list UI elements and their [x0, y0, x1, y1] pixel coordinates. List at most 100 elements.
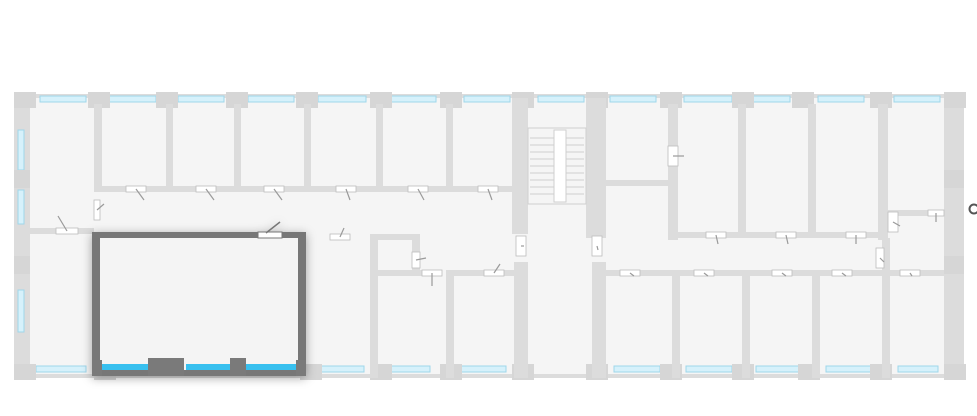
door-icon[interactable] — [515, 235, 527, 257]
door-icon[interactable] — [845, 231, 867, 244]
room-right-top-2[interactable] — [678, 108, 740, 232]
room-right-bottom-3[interactable] — [750, 276, 812, 364]
window[interactable] — [825, 365, 873, 373]
room-top-5[interactable] — [382, 108, 448, 188]
room-top-6[interactable] — [452, 108, 512, 188]
door-icon[interactable] — [55, 215, 79, 235]
selected-window[interactable] — [186, 364, 230, 370]
window[interactable] — [537, 95, 585, 103]
window[interactable] — [755, 365, 803, 373]
selected-room-door[interactable] — [257, 231, 283, 239]
door-icon[interactable] — [771, 269, 793, 277]
door-icon[interactable] — [705, 231, 727, 245]
room-left-end[interactable] — [28, 108, 94, 226]
door-icon[interactable] — [477, 185, 499, 201]
door-leaf — [892, 221, 901, 227]
room-right-top-3[interactable] — [744, 108, 810, 232]
door-leaf — [273, 188, 283, 201]
door-icon[interactable] — [125, 185, 147, 201]
selected-room-wall-right — [298, 232, 306, 376]
window[interactable] — [17, 189, 25, 225]
door-icon[interactable] — [619, 269, 641, 277]
room-left-bottom-selected[interactable] — [92, 221, 306, 376]
wall-stair-left — [512, 98, 528, 234]
door-icon[interactable] — [831, 269, 853, 277]
door-icon[interactable] — [775, 231, 797, 245]
room-bottom-4[interactable] — [452, 276, 514, 364]
window[interactable] — [317, 365, 365, 373]
room-top-4[interactable] — [310, 108, 378, 188]
selected-window[interactable] — [102, 364, 148, 370]
selected-pillar — [296, 360, 306, 376]
window[interactable] — [463, 95, 511, 103]
door-icon[interactable] — [887, 211, 901, 233]
window[interactable] — [39, 95, 87, 103]
window[interactable] — [613, 365, 661, 373]
window[interactable] — [17, 129, 25, 171]
room-left-bottom[interactable] — [28, 236, 94, 364]
room-right-bottom-5[interactable] — [890, 276, 942, 364]
room-top-1[interactable] — [102, 108, 168, 188]
door-icon[interactable] — [483, 263, 505, 277]
pillar — [732, 92, 754, 108]
door-leaf — [629, 272, 635, 277]
wall-partition — [234, 104, 241, 188]
window[interactable] — [609, 95, 657, 103]
door-icon[interactable] — [927, 209, 945, 222]
room-top-2[interactable] — [172, 108, 236, 188]
edge-handle-icon[interactable] — [968, 203, 977, 215]
door-icon[interactable] — [899, 269, 921, 277]
window[interactable] — [35, 365, 87, 373]
wall-stair-left-low — [514, 262, 528, 378]
room-right-top-5[interactable] — [890, 108, 944, 212]
stairs-icon[interactable] — [527, 127, 587, 205]
stair-well — [553, 129, 567, 203]
door-icon[interactable] — [667, 145, 684, 167]
room-right-bottom-4[interactable] — [820, 276, 882, 364]
room-right-top-4[interactable] — [814, 108, 880, 232]
room-right-bottom-2[interactable] — [680, 276, 742, 364]
room-right-bottom-1[interactable] — [606, 276, 672, 364]
window[interactable] — [247, 95, 295, 103]
door-icon[interactable] — [421, 269, 443, 286]
door-icon[interactable] — [693, 269, 715, 277]
door-icon[interactable] — [407, 185, 429, 201]
door-leaf — [57, 215, 68, 232]
window[interactable] — [107, 95, 157, 103]
room-bottom-3[interactable] — [378, 270, 448, 364]
room-right-top-1[interactable] — [608, 108, 668, 180]
wall-partition — [882, 238, 890, 378]
door-leaf — [345, 188, 351, 201]
window[interactable] — [817, 95, 865, 103]
door-icon[interactable] — [591, 235, 603, 257]
selected-room-wall-bottom — [92, 370, 306, 376]
door-icon[interactable] — [195, 185, 217, 201]
door-icon[interactable] — [411, 251, 427, 269]
wall-right — [944, 94, 964, 378]
window[interactable] — [893, 95, 941, 103]
door-icon[interactable] — [263, 185, 285, 201]
room-top-3[interactable] — [240, 108, 306, 188]
window[interactable] — [683, 95, 733, 103]
door-icon[interactable] — [335, 185, 357, 201]
wall-corridor-upper — [94, 186, 514, 192]
door-icon[interactable] — [875, 247, 885, 269]
doors-layer — [55, 145, 945, 286]
room-bottom-mid[interactable] — [304, 236, 370, 364]
window[interactable] — [389, 95, 437, 103]
door-icon[interactable] — [329, 227, 351, 241]
wall-partition — [452, 270, 514, 276]
door-icon — [265, 221, 281, 234]
window[interactable] — [17, 289, 25, 333]
selected-window[interactable] — [246, 364, 296, 370]
window[interactable] — [459, 365, 507, 373]
window[interactable] — [177, 95, 225, 103]
window[interactable] — [897, 365, 939, 373]
door-icon[interactable] — [93, 199, 105, 221]
window[interactable] — [317, 95, 367, 103]
door-leaf — [785, 234, 789, 245]
window[interactable] — [685, 365, 733, 373]
wall-partition — [376, 104, 383, 188]
